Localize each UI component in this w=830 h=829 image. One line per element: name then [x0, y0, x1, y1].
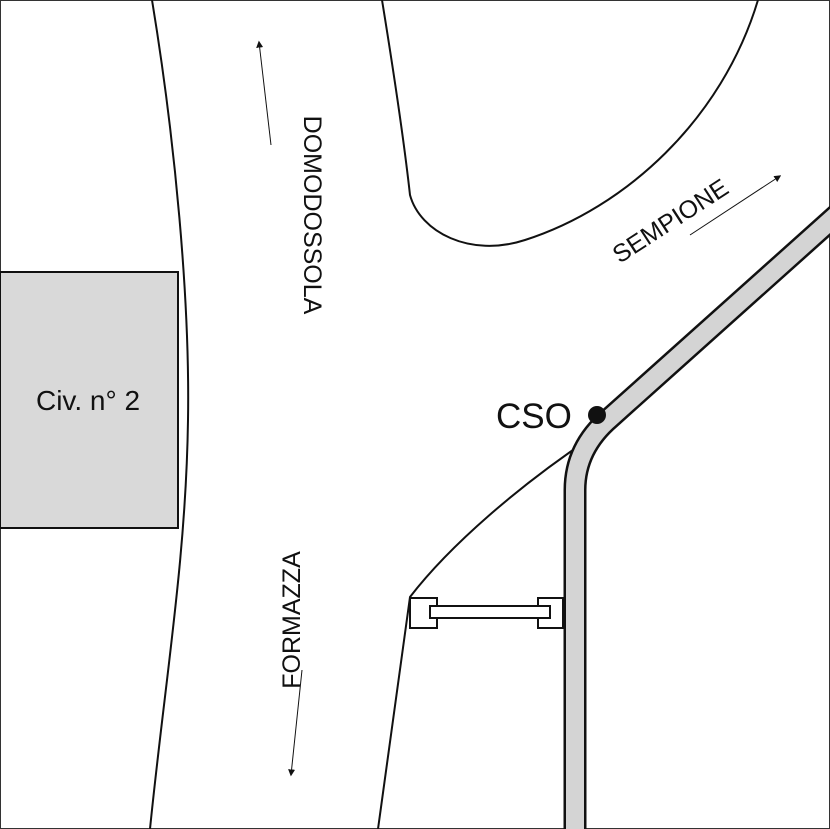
cso-point[interactable]: CSO [496, 397, 606, 436]
cso-label: CSO [496, 397, 572, 436]
direction-formazza: FORMAZZA [278, 551, 306, 689]
arrow-north-icon [256, 40, 272, 146]
road-edge-west [149, 0, 190, 829]
road-edge-south-east [377, 436, 593, 829]
building-label: Civ. n° 2 [36, 385, 140, 416]
building-civ-2[interactable]: Civ. n° 2 [0, 271, 179, 529]
water-channel [563, 205, 830, 829]
bridge [409, 597, 564, 629]
arrow-northeast-icon [689, 175, 782, 236]
direction-domodossola: DOMODOSSOLA [298, 116, 326, 315]
arrow-south-icon [288, 669, 303, 777]
cso-marker-icon [588, 406, 606, 424]
road-edge-north-east [381, 0, 759, 247]
